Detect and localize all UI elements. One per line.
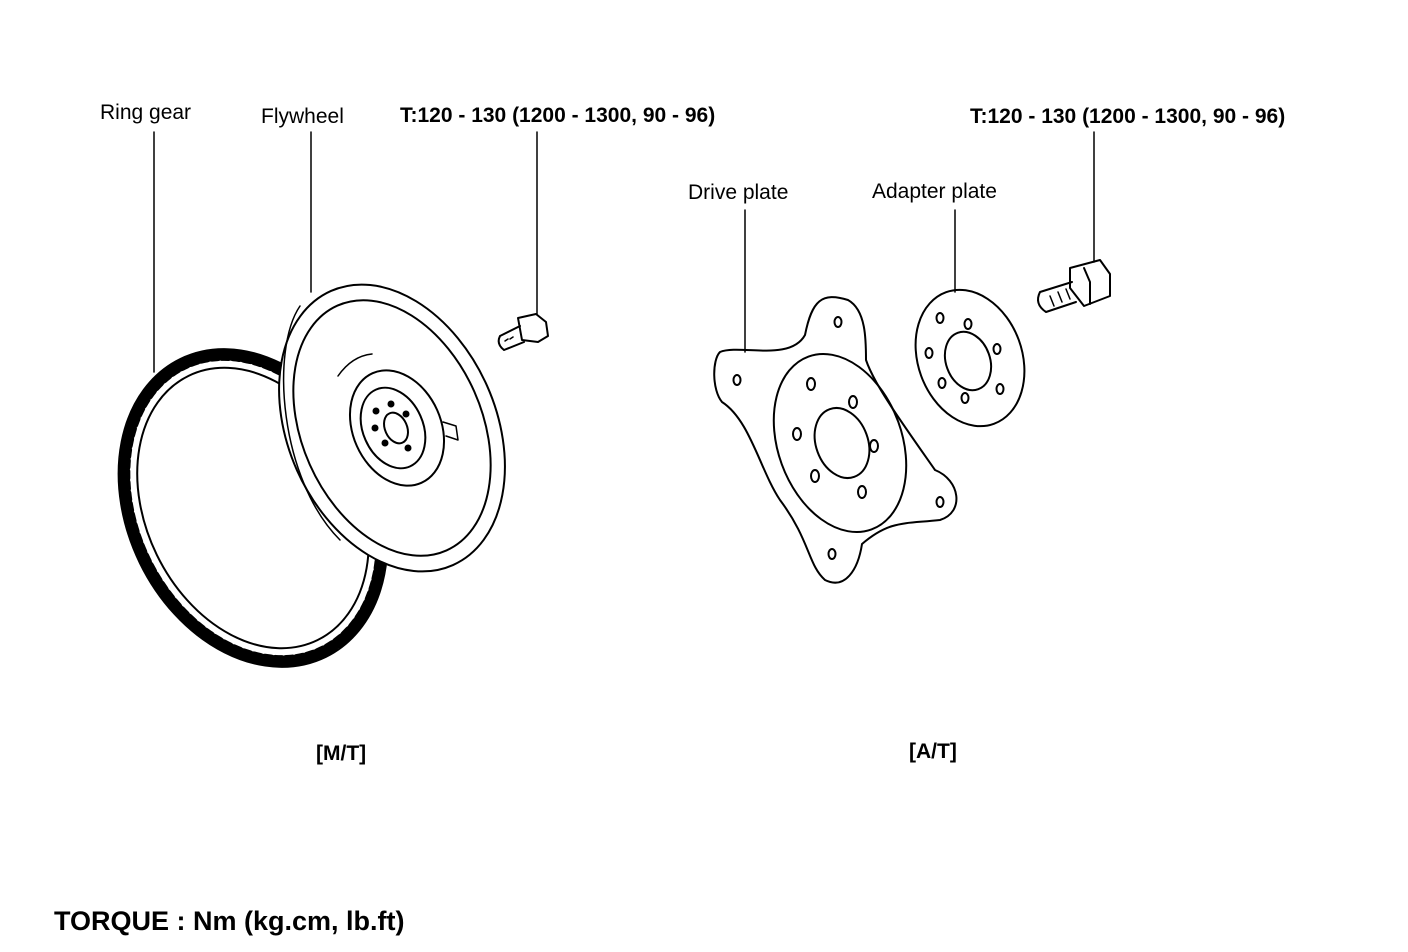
flywheel-bolt xyxy=(497,313,549,351)
adapter-plate-label: Adapter plate xyxy=(872,180,997,203)
mt-bolt-torque-label: T:120 - 130 (1200 - 1300, 90 - 96) xyxy=(400,104,716,127)
drive-plate-bolt xyxy=(1037,259,1111,313)
adapter-plate-holes xyxy=(924,312,1005,404)
drive-plate xyxy=(713,296,958,584)
drive-plate-holes xyxy=(732,316,945,560)
leader-lines xyxy=(153,131,1095,373)
flywheel-label: Flywheel xyxy=(261,105,344,128)
mt-caption: [M/T] xyxy=(316,742,367,765)
drive-plate-label: Drive plate xyxy=(688,181,789,204)
torque-units-note: TORQUE : Nm (kg.cm, lb.ft) xyxy=(54,906,405,936)
at-caption: [A/T] xyxy=(909,740,957,763)
ring-gear-label: Ring gear xyxy=(100,101,192,124)
flywheel xyxy=(278,283,506,573)
at-bolt-torque-label: T:120 - 130 (1200 - 1300, 90 - 96) xyxy=(970,105,1286,128)
adapter-plate xyxy=(914,288,1026,428)
flywheel-bolt-holes xyxy=(371,400,412,452)
